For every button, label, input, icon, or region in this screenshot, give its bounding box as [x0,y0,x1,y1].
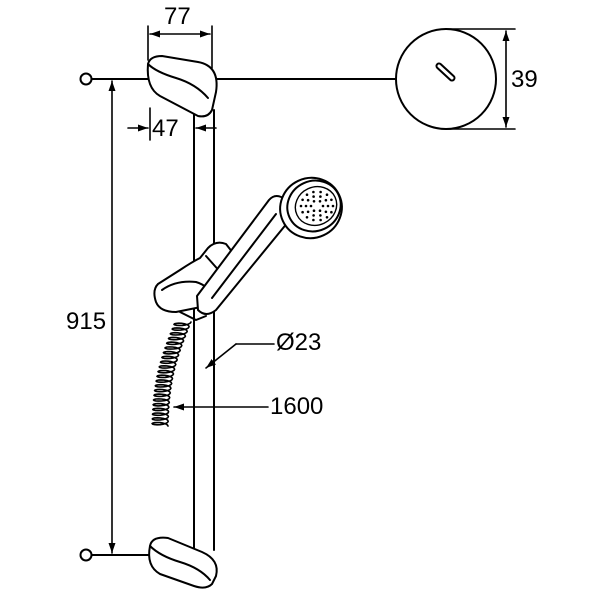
spray-nozzle [319,195,322,198]
spray-nozzle [325,193,329,196]
spray-nozzle [319,218,322,222]
spray-nozzle [321,204,325,208]
spray-nozzle [309,204,313,208]
spray-nozzle [301,210,304,214]
spray-nozzle [312,200,316,203]
spray-nozzle [305,216,309,219]
spray-nozzle [306,210,310,214]
spray-nozzle [299,204,303,208]
spray-nozzle [318,200,322,203]
spray-nozzle [312,195,315,198]
leader-rail-diameter [205,343,275,369]
spray-nozzle [312,209,316,212]
spray-nozzle [312,214,315,217]
spray-nozzle [305,193,309,196]
spray-nozzle [312,218,315,222]
dim-line-39 [445,28,516,130]
spray-nozzle [319,190,322,194]
spray-nozzle [312,190,315,194]
dim-label-escutcheon-height: 39 [511,66,538,93]
top-bracket [146,55,218,118]
spray-nozzle [318,209,322,212]
dim-label-bracket-width: 77 [164,3,191,30]
spray-nozzle [326,204,330,208]
dim-line-47 [127,107,217,141]
spray-nozzle [331,204,335,208]
hose-spiral [151,321,192,427]
dim-label-hose-length: 1600 [270,393,324,420]
spray-nozzle [325,216,329,219]
spray-nozzle [306,198,310,202]
spray-nozzle [330,198,333,202]
wall-fixing-top [79,72,421,86]
wall-escutcheon [395,28,497,130]
bottom-bracket [148,536,218,589]
spray-nozzle [304,204,308,208]
dim-label-rail-diameter: Ø23 [276,329,322,356]
spray-nozzle [324,210,328,214]
slide-rail [193,109,215,551]
spray-nozzle [330,210,333,214]
hand-shower [196,176,343,315]
spray-nozzle [324,198,328,202]
spray-nozzle [301,198,304,202]
dim-line-77 [147,25,213,69]
spray-nozzle [319,214,322,217]
dim-label-bracket-offset: 47 [152,115,179,142]
wall-fixing-bottom [79,548,161,562]
dim-label-total-height: 915 [66,308,107,335]
spray-nozzles [299,190,335,222]
